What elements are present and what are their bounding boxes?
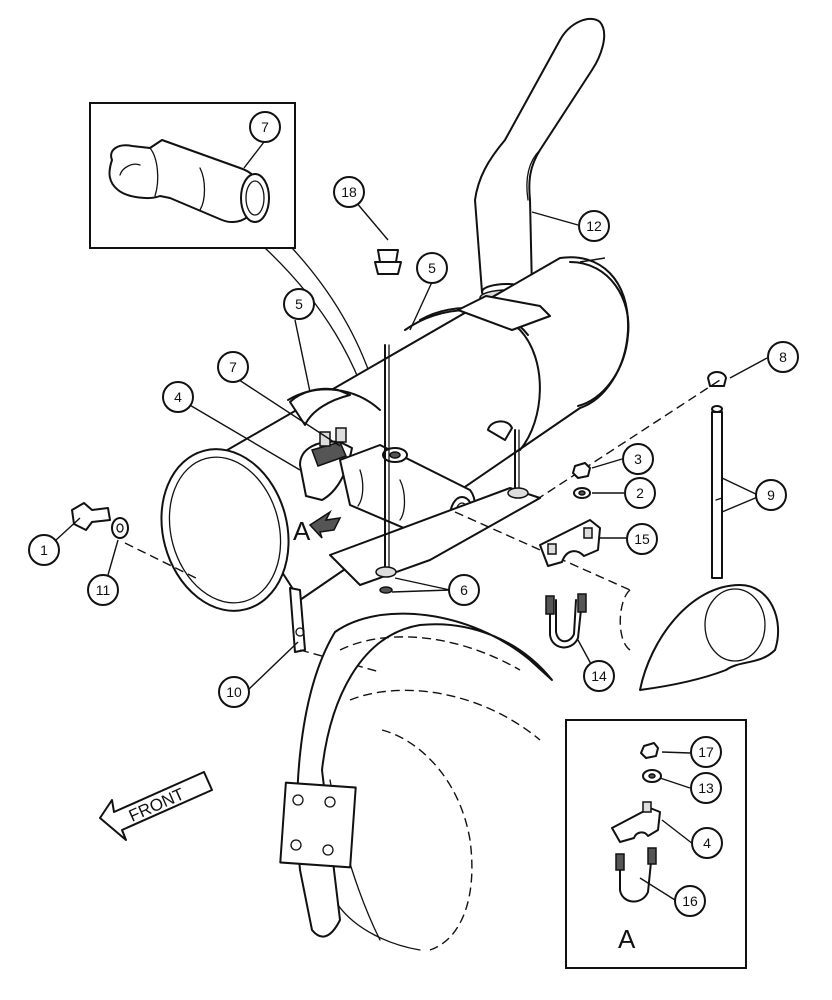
svg-text:7: 7 bbox=[229, 359, 237, 375]
svg-text:5: 5 bbox=[295, 296, 303, 312]
exhaust-outlet-cut bbox=[619, 584, 780, 691]
callout-4: 4 bbox=[162, 381, 194, 413]
bolt-and-washer bbox=[71, 502, 129, 539]
callout-17: 17 bbox=[690, 736, 722, 768]
callout-18: 18 bbox=[333, 176, 365, 208]
leader-lines bbox=[55, 141, 768, 901]
grommet bbox=[374, 249, 402, 275]
svg-text:7: 7 bbox=[261, 119, 269, 135]
guide-line-2 bbox=[535, 379, 721, 501]
svg-text:11: 11 bbox=[96, 582, 111, 598]
svg-text:12: 12 bbox=[586, 218, 602, 234]
callout-5-front: 5 bbox=[283, 288, 315, 320]
view-a-arrow bbox=[308, 509, 342, 539]
callout-16: 16 bbox=[674, 885, 706, 917]
callout-12: 12 bbox=[578, 210, 610, 242]
callout-2: 2 bbox=[624, 477, 656, 509]
svg-text:18: 18 bbox=[341, 184, 357, 200]
svg-text:2: 2 bbox=[636, 485, 644, 501]
front-label: FRONT bbox=[126, 784, 187, 825]
svg-text:16: 16 bbox=[682, 893, 698, 909]
svg-text:5: 5 bbox=[428, 260, 436, 276]
callout-11: 11 bbox=[87, 574, 119, 606]
svg-text:6: 6 bbox=[460, 582, 468, 598]
saddle-clamp bbox=[539, 462, 601, 567]
guide-line-1 bbox=[454, 511, 631, 591]
callout-3: 3 bbox=[622, 443, 654, 475]
mount-bracket bbox=[289, 344, 541, 653]
svg-text:3: 3 bbox=[634, 451, 642, 467]
svg-text:13: 13 bbox=[698, 780, 714, 796]
svg-text:4: 4 bbox=[703, 835, 711, 851]
callout-7-main: 7 bbox=[217, 351, 249, 383]
svg-text:1: 1 bbox=[40, 542, 48, 558]
callout-5-rear: 5 bbox=[416, 252, 448, 284]
u-bolt bbox=[545, 593, 587, 649]
svg-text:15: 15 bbox=[634, 531, 650, 547]
callout-1: 1 bbox=[28, 534, 60, 566]
callout-15: 15 bbox=[626, 523, 658, 555]
view-a-label: A bbox=[293, 516, 311, 546]
svg-text:17: 17 bbox=[698, 744, 714, 760]
callout-7-inset: 7 bbox=[249, 111, 281, 143]
svg-text:4: 4 bbox=[174, 389, 182, 405]
muffler-body bbox=[160, 256, 630, 612]
svg-text:10: 10 bbox=[226, 684, 242, 700]
callout-8: 8 bbox=[767, 341, 799, 373]
callout-9: 9 bbox=[755, 479, 787, 511]
svg-text:8: 8 bbox=[779, 349, 787, 365]
inset-view-a-label: A bbox=[618, 924, 636, 954]
callout-14: 14 bbox=[583, 660, 615, 692]
stand-pipe bbox=[707, 371, 727, 579]
front-direction-arrow: FRONT bbox=[99, 771, 213, 841]
callout-6: 6 bbox=[448, 574, 480, 606]
svg-text:9: 9 bbox=[767, 487, 775, 503]
svg-text:14: 14 bbox=[591, 668, 607, 684]
callout-10: 10 bbox=[218, 676, 250, 708]
callout-13: 13 bbox=[690, 772, 722, 804]
front-clamp bbox=[299, 427, 353, 539]
fender bbox=[279, 612, 553, 951]
callout-4-inset: 4 bbox=[691, 827, 723, 859]
